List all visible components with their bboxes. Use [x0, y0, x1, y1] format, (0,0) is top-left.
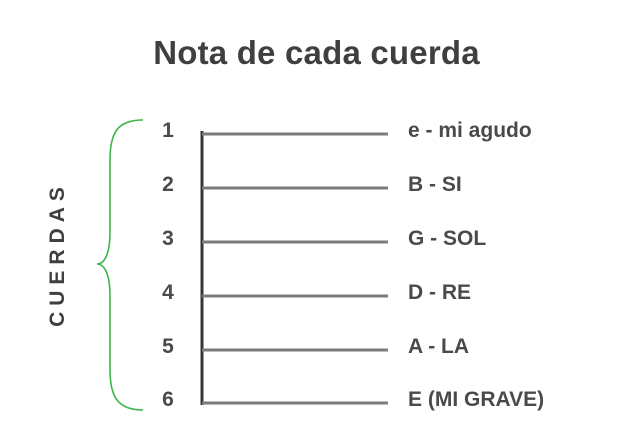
string-number-3: 3: [162, 227, 174, 250]
diagram-title: Nota de cada cuerda: [153, 34, 480, 71]
string-number-2: 2: [162, 173, 174, 196]
string-note-3: G - SOL: [408, 227, 487, 250]
string-note-4: D - RE: [408, 281, 471, 304]
string-note-6: E (MI GRAVE): [408, 388, 545, 411]
string-number-6: 6: [162, 388, 174, 411]
string-note-1: e - mi agudo: [408, 119, 532, 142]
string-number-5: 5: [162, 335, 174, 358]
curly-brace-icon: [96, 119, 144, 411]
string-number-1: 1: [162, 119, 174, 142]
string-note-2: B - SI: [408, 173, 462, 196]
string-note-5: A - LA: [408, 335, 470, 358]
string-number-4: 4: [162, 281, 174, 304]
